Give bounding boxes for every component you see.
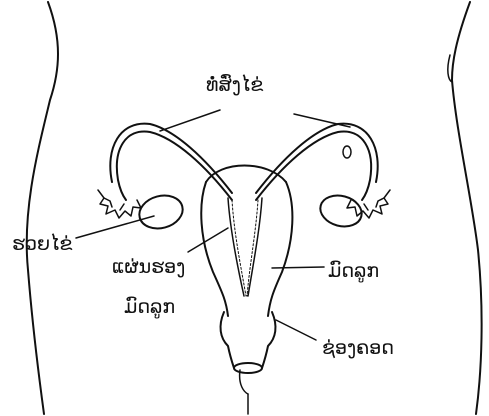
leader-fallopian-left: [160, 110, 220, 131]
ovaries: [136, 191, 366, 233]
label-uterus: ມົດລູກ: [328, 262, 379, 281]
uterus: [201, 166, 292, 317]
label-fallopian-tube: ທໍ່ສົ່ງໄຂ່: [206, 76, 263, 95]
label-uterine-lining-line1: ແຜ່ນຮອງ: [112, 258, 185, 277]
leader-uterus: [272, 267, 324, 268]
leader-ovary: [76, 216, 154, 238]
fimbriae: [98, 190, 390, 218]
label-vagina: ຊ່ອງຄອດ: [322, 339, 394, 358]
label-uterine-lining-line2: ມົດລູກ: [124, 298, 175, 317]
leader-fallopian-right: [294, 114, 350, 127]
vagina: [221, 312, 276, 414]
leader-lines: [76, 110, 350, 340]
fallopian-tubes: [110, 124, 377, 200]
body-outline: [27, 2, 482, 414]
label-ovary: ຮວຍໄຂ່: [12, 235, 72, 254]
leader-vagina: [276, 320, 316, 340]
leader-lining: [188, 228, 228, 252]
